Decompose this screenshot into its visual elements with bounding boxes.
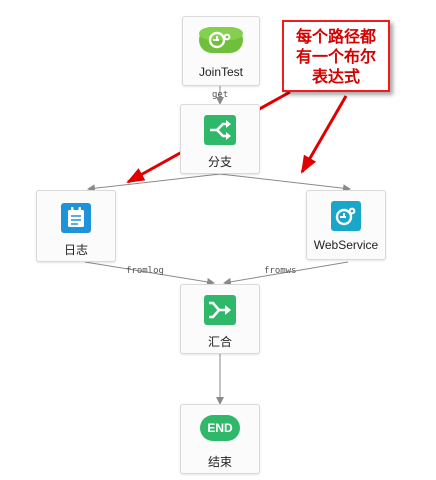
- node-webservice[interactable]: WebService: [306, 190, 386, 260]
- node-label: JoinTest: [198, 65, 244, 79]
- edge-label-fromlog: fromlog: [126, 266, 164, 276]
- node-label: 日志: [63, 243, 88, 257]
- edge-label-fromws: fromws: [264, 266, 297, 276]
- edge-log-merge: [84, 261, 215, 286]
- gear-cloud-icon: [199, 27, 243, 53]
- merge-icon: [204, 295, 236, 325]
- edge-branch-webservice: [219, 173, 351, 193]
- edge-label-get: get: [212, 90, 229, 100]
- node-label: 分支: [207, 155, 232, 169]
- branch-icon: [204, 115, 236, 145]
- node-branch[interactable]: 分支: [180, 104, 260, 174]
- annotation-callout: 每个路径都有一个布尔表达式: [282, 20, 390, 92]
- node-label: WebService: [313, 238, 379, 252]
- node-end[interactable]: END 结束: [180, 404, 260, 474]
- node-merge[interactable]: 汇合: [180, 284, 260, 354]
- edge-branch-log: [87, 173, 221, 193]
- node-label: 汇合: [207, 335, 232, 349]
- end-badge: END: [200, 415, 240, 441]
- node-label: 结束: [207, 455, 232, 469]
- node-log[interactable]: 日志: [36, 190, 116, 262]
- notepad-icon: [61, 203, 91, 233]
- callout-arrow-right: [300, 95, 348, 174]
- gear-cloud-icon: [331, 201, 361, 231]
- node-jointest[interactable]: JoinTest: [182, 16, 260, 86]
- callout-text: 每个路径都有一个布尔表达式: [295, 27, 376, 86]
- end-icon: END: [200, 415, 240, 441]
- edge-webservice-merge: [223, 261, 349, 286]
